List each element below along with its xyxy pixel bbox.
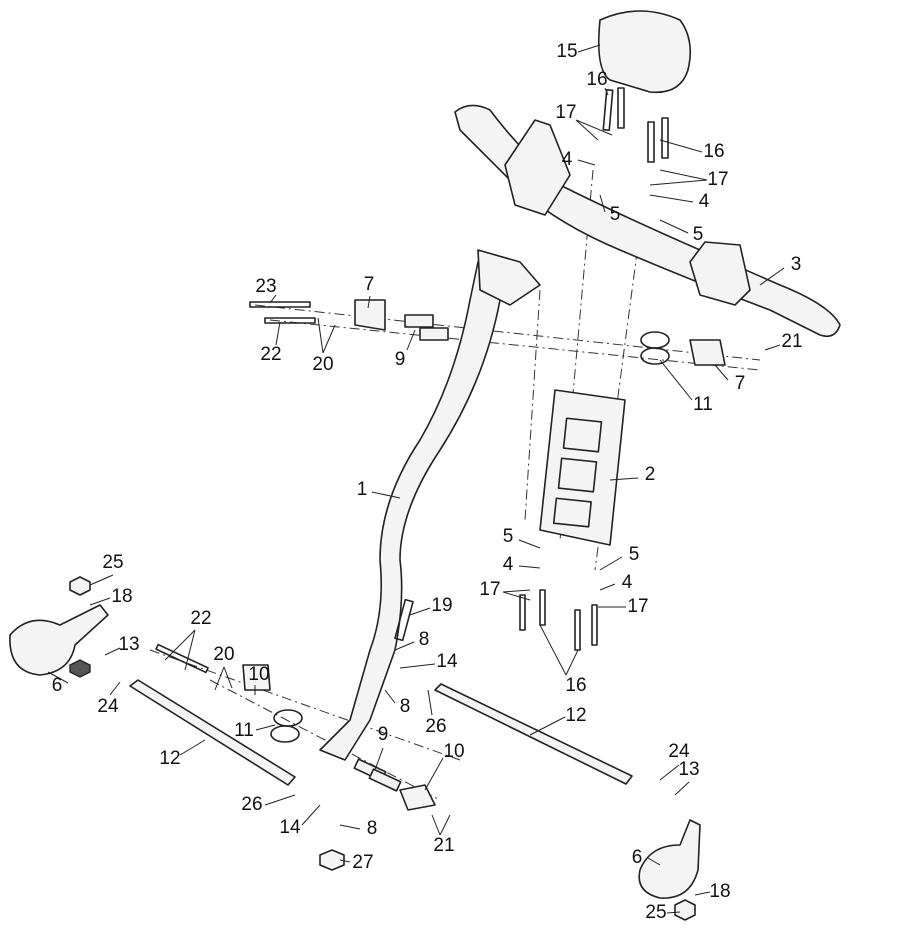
callout-13: 13 xyxy=(118,634,139,655)
callout-19: 19 xyxy=(431,595,452,616)
callout-9: 9 xyxy=(378,724,389,745)
callout-8: 8 xyxy=(367,818,378,839)
callout-7: 7 xyxy=(364,274,375,295)
callout-1: 1 xyxy=(357,479,368,500)
callout-16: 16 xyxy=(586,69,607,90)
hardware xyxy=(69,87,726,921)
column-mount-plate xyxy=(477,249,541,306)
callout-5: 5 xyxy=(693,224,704,245)
callout-16: 16 xyxy=(565,675,586,696)
callout-14: 14 xyxy=(279,817,301,838)
riser-block xyxy=(539,389,626,546)
callout-23: 23 xyxy=(255,276,276,297)
callout-22: 22 xyxy=(190,608,211,629)
callout-15: 15 xyxy=(556,41,577,62)
callout-17: 17 xyxy=(555,102,576,123)
callout-11: 11 xyxy=(693,394,713,415)
callout-22: 22 xyxy=(260,344,281,365)
handlebar-cover xyxy=(597,10,691,94)
callout-labels: 15 16 17 16 17 4 5 4 5 3 23 7 22 20 9 21… xyxy=(52,41,803,923)
callout-10: 10 xyxy=(248,664,269,685)
leader-lines xyxy=(47,44,785,914)
callout-2: 2 xyxy=(645,464,656,485)
callout-13: 13 xyxy=(678,759,699,780)
steering-arm-right xyxy=(638,819,701,899)
callout-24: 24 xyxy=(97,696,119,717)
callout-20: 20 xyxy=(312,354,333,375)
callout-4: 4 xyxy=(699,191,710,212)
steering-column xyxy=(319,261,506,761)
callout-26: 26 xyxy=(241,794,262,815)
callout-14: 14 xyxy=(436,651,458,672)
callout-4: 4 xyxy=(622,572,633,593)
callout-21: 21 xyxy=(781,331,802,352)
callout-4: 4 xyxy=(503,554,514,575)
callout-8: 8 xyxy=(400,696,411,717)
callout-4: 4 xyxy=(562,149,573,170)
left-switch-housing xyxy=(504,119,571,216)
callout-5: 5 xyxy=(610,204,621,225)
callout-12: 12 xyxy=(565,705,586,726)
callout-17: 17 xyxy=(707,169,728,190)
callout-17: 17 xyxy=(627,596,648,617)
callout-26: 26 xyxy=(425,716,446,737)
callout-21: 21 xyxy=(433,835,454,856)
callout-3: 3 xyxy=(791,254,802,275)
tie-rod-right xyxy=(434,683,633,785)
callout-5: 5 xyxy=(629,544,640,565)
right-switch-housing xyxy=(689,241,751,306)
callout-10: 10 xyxy=(443,741,464,762)
tie-rod-left xyxy=(129,679,296,786)
callout-20: 20 xyxy=(213,644,234,665)
callout-25: 25 xyxy=(645,902,666,923)
callout-24: 24 xyxy=(668,741,690,762)
callout-5: 5 xyxy=(503,526,514,547)
callout-9: 9 xyxy=(395,349,406,370)
callout-6: 6 xyxy=(632,847,643,868)
callout-8: 8 xyxy=(419,629,430,650)
callout-17: 17 xyxy=(479,579,500,600)
callout-12: 12 xyxy=(159,748,180,769)
callout-11: 11 xyxy=(234,720,254,741)
callout-16: 16 xyxy=(703,141,724,162)
callout-7: 7 xyxy=(735,373,746,394)
callout-27: 27 xyxy=(352,852,373,873)
steering-arm-left xyxy=(9,604,109,676)
callout-6: 6 xyxy=(52,675,63,696)
callout-18: 18 xyxy=(709,881,730,902)
callout-25: 25 xyxy=(102,552,123,573)
callout-18: 18 xyxy=(111,586,132,607)
